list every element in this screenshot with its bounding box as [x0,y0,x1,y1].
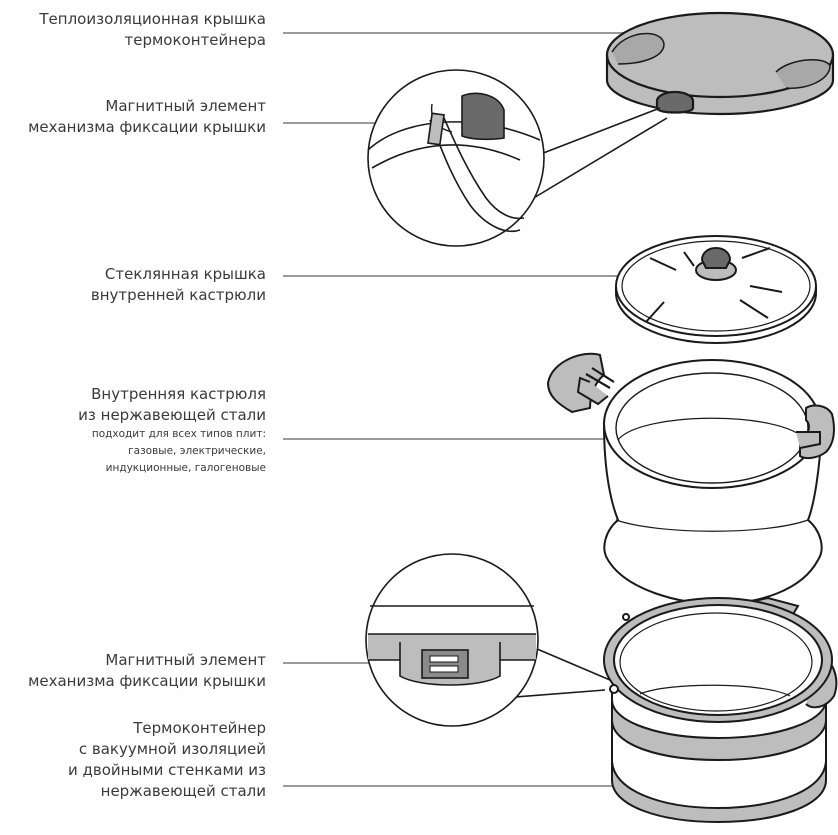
insulated-lid-illustration [605,11,835,116]
callout-text: механизма фиксации крышки [28,672,266,690]
callout-note: подходит для всех типов плит: [91,428,266,440]
callout-note: газовые, электрические, [128,445,266,457]
callout-text: Внутренняя кастрюля [91,385,266,403]
callout-text: с вакуумной изоляцией [78,740,266,758]
callout-text: механизма фиксации крышки [28,118,266,136]
callout-magnet-lid: Магнитный элемент механизма фиксации кры… [28,96,266,138]
zoom-detail-container-magnet [365,553,611,727]
callout-magnet-container: Магнитный элемент механизма фиксации кры… [28,650,266,692]
callout-text: нержавеющей стали [100,782,266,800]
callout-text: и двойными стенками из [68,761,266,779]
callout-insulated-lid: Теплоизоляционная крышка термоконтейнера [39,9,266,51]
inner-pot-illustration [546,352,835,606]
callout-thermocontainer: Термоконтейнер с вакуумной изоляцией и д… [68,718,266,802]
glass-lid-illustration [615,235,817,345]
callout-glass-lid: Стеклянная крышка внутренней кастрюли [91,264,266,306]
thermocontainer-illustration [603,596,838,824]
callout-text: Стеклянная крышка [104,265,266,283]
callout-text: внутренней кастрюли [90,286,266,304]
zoom-detail-lid-magnet [367,69,668,247]
callout-text: Магнитный элемент [105,97,266,115]
callout-text: Теплоизоляционная крышка [39,10,266,28]
callout-note: индукционные, галогеновые [105,462,266,474]
leader-lines [283,32,722,790]
callout-text: Магнитный элемент [105,651,266,669]
callout-text: из нержавеющей стали [78,406,266,424]
callout-text: Термоконтейнер [133,719,266,737]
callout-inner-pot: Внутренняя кастрюля из нержавеющей стали… [78,384,266,477]
callout-text: термоконтейнера [124,31,267,49]
